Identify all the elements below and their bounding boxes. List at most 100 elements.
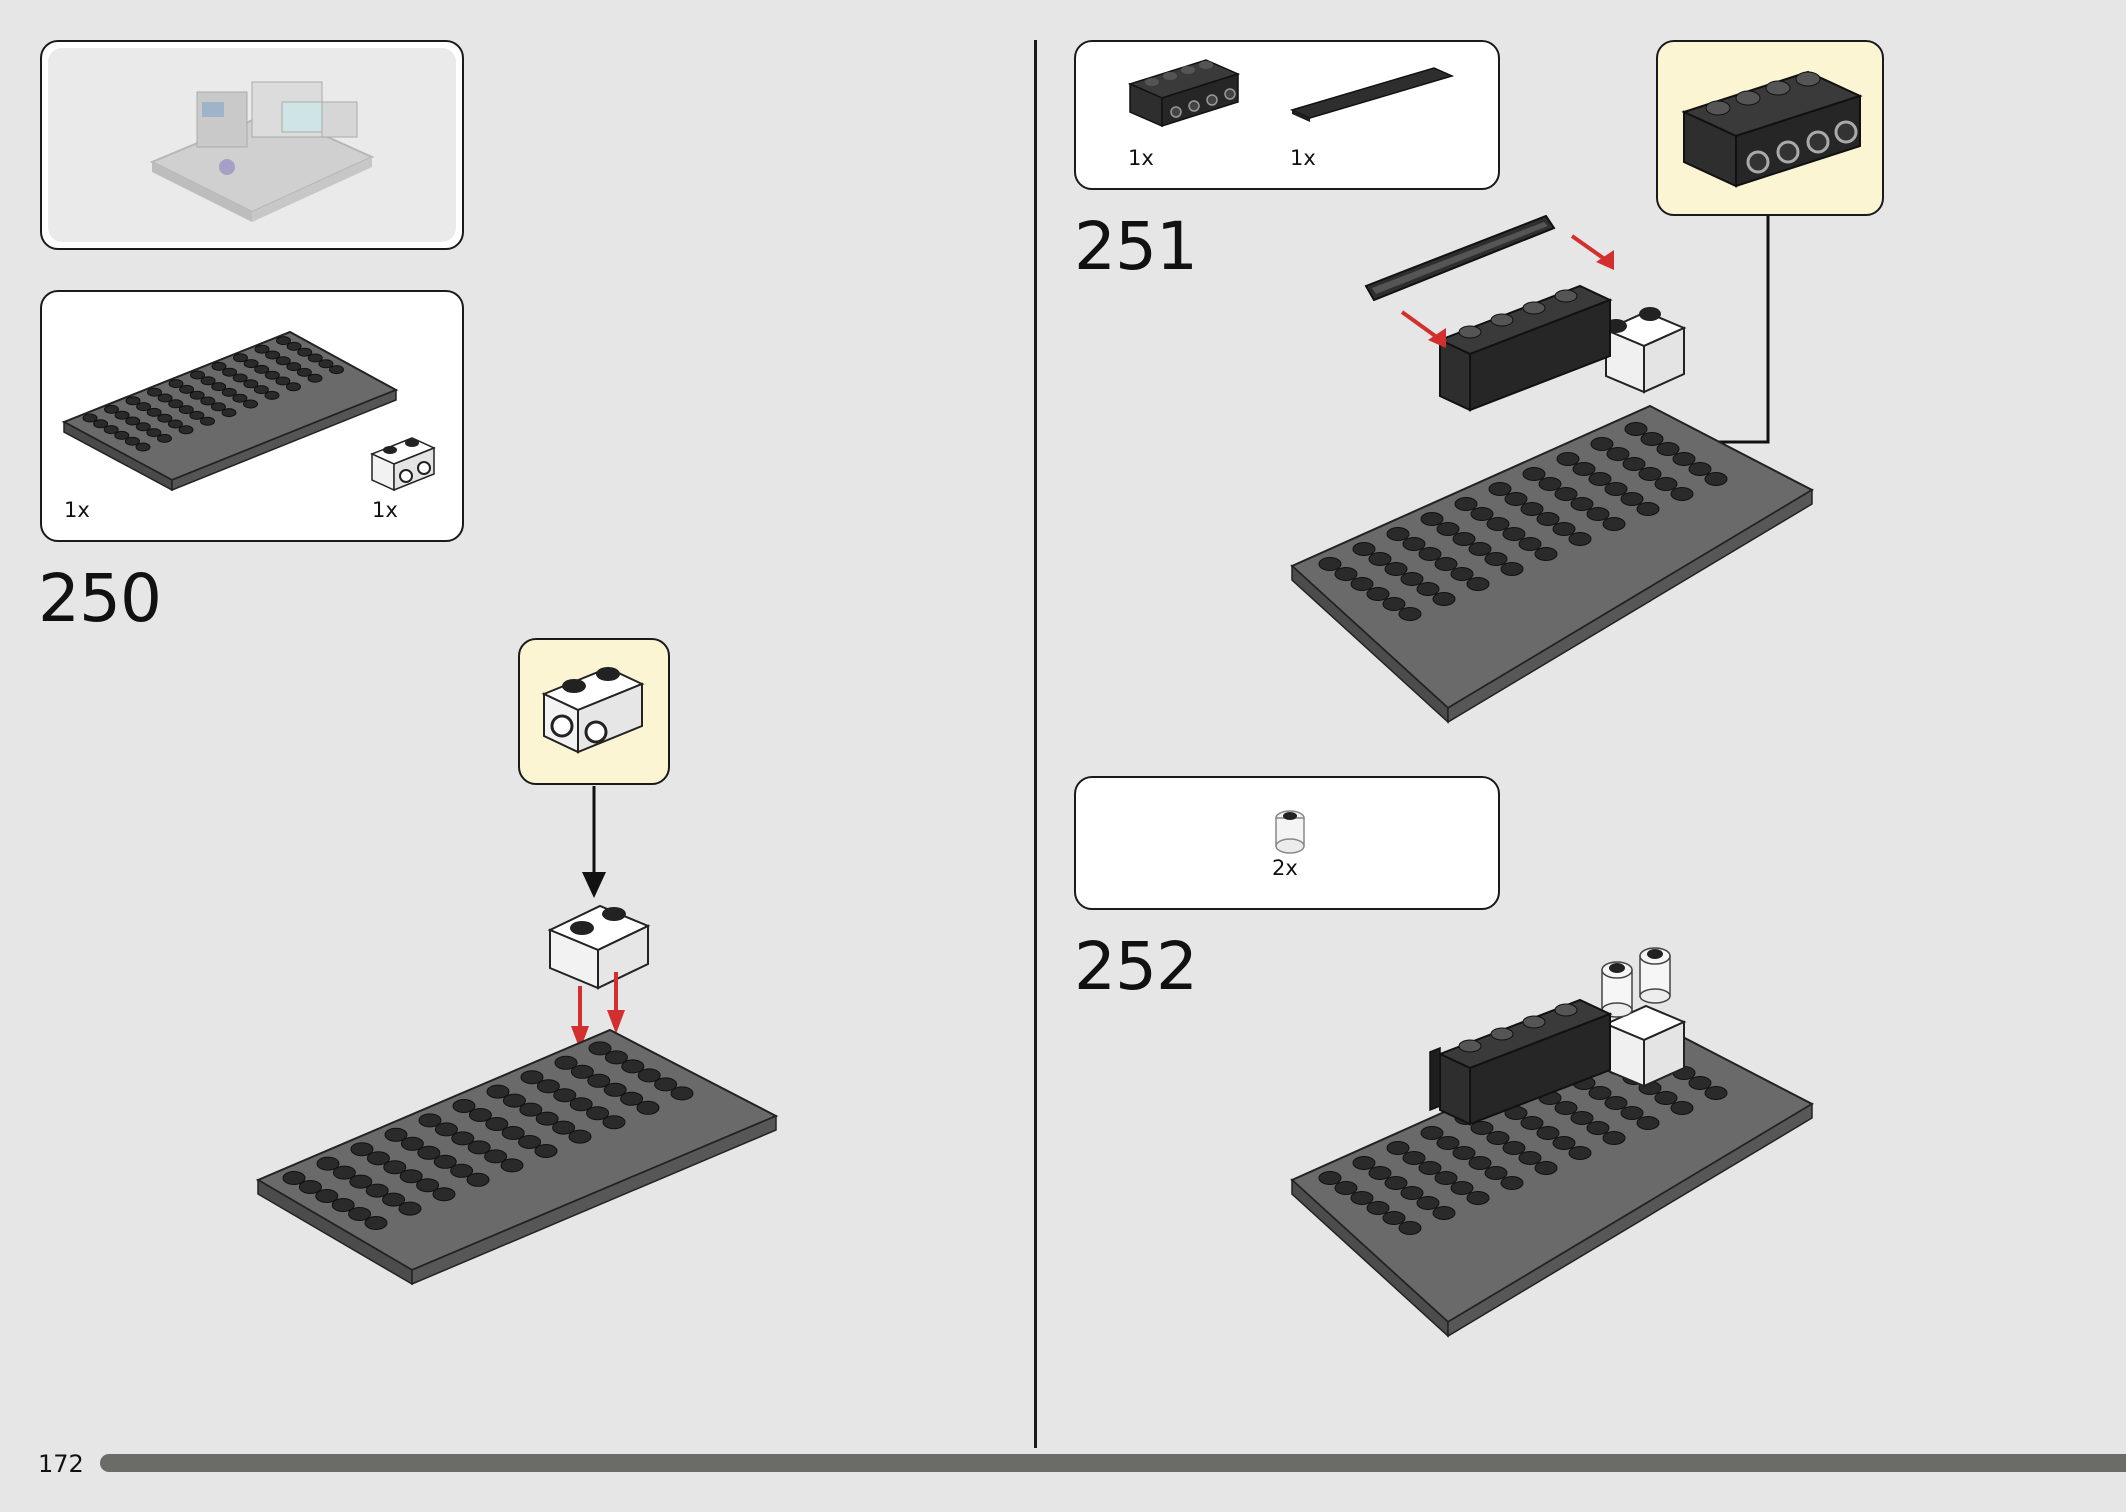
part-qty: 1x (64, 498, 90, 522)
plate-stud (1402, 537, 1426, 551)
plate-stud (286, 382, 301, 392)
plate-stud (382, 1192, 406, 1207)
plate-stud (1368, 552, 1392, 566)
plate-stud (124, 436, 140, 446)
plate-stud (554, 1055, 578, 1070)
plate-stud (332, 1165, 356, 1180)
plate-stud (316, 1156, 340, 1171)
plate-stud (1502, 1141, 1526, 1155)
plate-stud (433, 1154, 457, 1169)
plate-stud (232, 373, 248, 383)
plate-stud (1418, 547, 1442, 561)
callout-brick-1x4-black (1656, 40, 1884, 216)
plate-stud (1382, 597, 1406, 611)
plate-stud (1468, 1156, 1492, 1170)
plate-stud (588, 1041, 612, 1056)
plate-stud (1432, 592, 1456, 606)
plate-stud (1586, 1121, 1610, 1135)
plate-stud (1570, 1111, 1594, 1125)
plate-stud (1670, 1101, 1694, 1115)
plate-stud (451, 1131, 475, 1146)
plate-stud (125, 416, 141, 426)
plate-stud (1432, 1206, 1456, 1220)
plate-stud (568, 1129, 592, 1144)
plate-stud (221, 408, 237, 418)
plate-stud (1518, 1151, 1542, 1165)
plate-stud (1590, 437, 1614, 451)
plate-stud (1318, 557, 1342, 571)
plate-stud (296, 367, 312, 377)
plate-stud (282, 1171, 306, 1185)
plate-stud (569, 1097, 593, 1112)
step-number-251: 251 (1074, 208, 1198, 285)
plate-stud (254, 364, 270, 374)
plate-stud (1554, 1101, 1578, 1115)
plate-stud (1534, 1161, 1558, 1175)
plate-stud (1368, 1166, 1392, 1180)
plate-stud (636, 1100, 660, 1115)
plate-stud (1468, 542, 1492, 556)
plate-stud (103, 425, 119, 435)
plate-stud (1552, 1136, 1576, 1150)
plate-stud (147, 387, 162, 397)
plate-stud (243, 359, 259, 369)
plate-stud (1436, 522, 1460, 536)
plate-stud (265, 350, 281, 360)
plate-stud (417, 1145, 441, 1160)
plate-stud (1636, 502, 1660, 516)
plate-stud (211, 382, 227, 392)
plate-stud (211, 361, 227, 371)
plate-stud (275, 356, 291, 366)
plate-stud (467, 1140, 491, 1155)
plate-stud (400, 1136, 424, 1151)
model-preview-box (40, 40, 464, 250)
plate-stud (1366, 1201, 1390, 1215)
brick-1x4-black-icon (1681, 70, 1863, 188)
plate-stud (298, 1180, 322, 1194)
plate-stud (1434, 1171, 1458, 1185)
plate-stud (1640, 432, 1664, 446)
plate-stud (1602, 517, 1626, 531)
plate-stud (1450, 567, 1474, 581)
plate-stud (1484, 552, 1508, 566)
plate-stud (1470, 1121, 1494, 1135)
plate-stud (1586, 507, 1610, 521)
model-preview-image (149, 81, 375, 222)
plate-stud (221, 387, 237, 397)
plate-stud (1350, 577, 1374, 591)
plate-stud (399, 1169, 423, 1184)
plate-stud (1536, 512, 1560, 526)
step-number-250: 250 (38, 560, 162, 637)
plate-stud (534, 1144, 558, 1158)
plate-stud (350, 1142, 374, 1157)
plate-stud (398, 1201, 422, 1216)
plate-stud (519, 1102, 543, 1117)
tile-1x6-black-icon (1289, 67, 1455, 122)
plate-stud (253, 385, 269, 395)
plate-stud (1602, 1131, 1626, 1145)
plate-stud (331, 1198, 355, 1212)
step-252-build-illustration (1290, 947, 1815, 1338)
plate-stud (502, 1093, 526, 1108)
plate-stud (384, 1127, 408, 1142)
plate-stud (307, 373, 323, 383)
plate-stud (432, 1187, 456, 1202)
plate-stud (1470, 507, 1494, 521)
parts-list-step-251: 1x 1x (1074, 40, 1500, 190)
plate-stud (167, 419, 183, 429)
progress-bar (100, 1454, 2126, 1472)
plate-stud (1420, 1126, 1444, 1140)
plate-stud (1656, 442, 1680, 456)
plate-stud (484, 1149, 508, 1164)
page-number: 172 (38, 1450, 84, 1478)
plate-stud (1382, 1211, 1406, 1225)
plate-stud (1386, 1141, 1410, 1155)
plate-stud (178, 425, 194, 435)
plate-stud (1386, 527, 1410, 541)
plate-stud (383, 1160, 407, 1175)
plate-stud (1688, 462, 1712, 476)
plate-stud (621, 1059, 645, 1074)
brick-1x2-white-icon (370, 437, 436, 492)
plate-stud (307, 353, 323, 363)
plate-stud (1670, 487, 1694, 501)
